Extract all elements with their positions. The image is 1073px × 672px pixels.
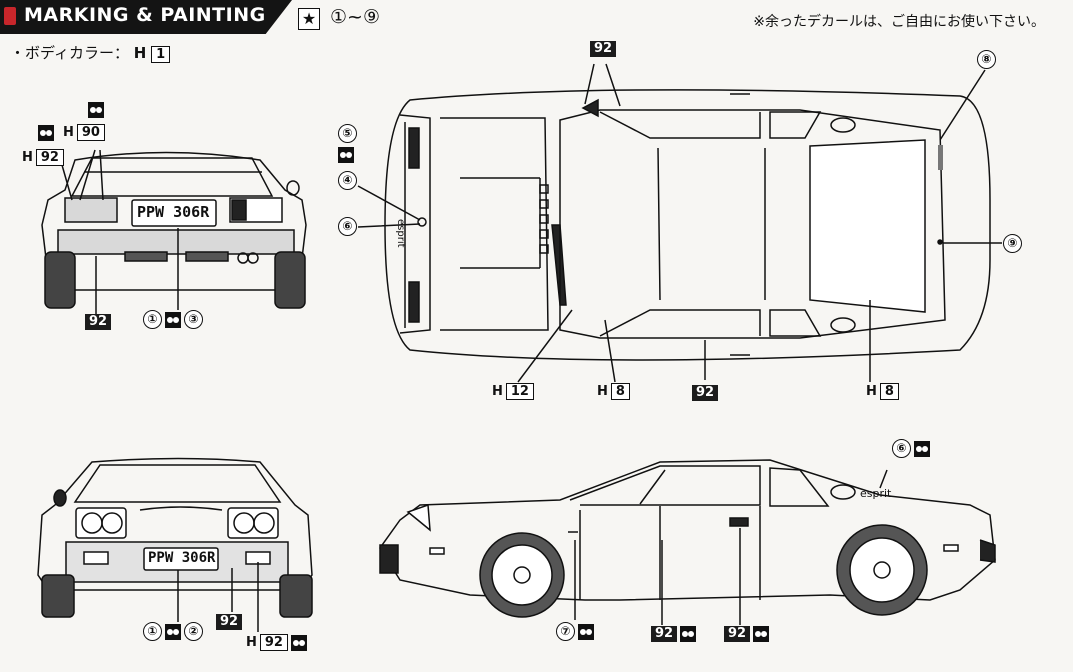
decal-icon xyxy=(753,626,770,642)
front-h92-label: H 92 xyxy=(246,634,307,651)
decal-icon xyxy=(290,634,307,651)
top-badge: esprit xyxy=(395,219,406,248)
header-title: MARKING & PAINTING xyxy=(24,4,266,26)
top-decal-8: ⑧ xyxy=(977,50,996,69)
rear-plate: PPW 306R xyxy=(137,203,210,221)
top-92-label: 92 xyxy=(590,41,617,57)
decal-icon xyxy=(38,124,54,141)
decal-icon xyxy=(338,147,354,163)
decal-icon xyxy=(165,311,181,328)
front-92-label: 92 xyxy=(216,614,243,630)
rear-92-label: 92 xyxy=(85,314,112,330)
decal-icon xyxy=(680,626,697,642)
top-h8-label-b: H 8 xyxy=(866,383,899,400)
side-92-label-b: 92 xyxy=(724,626,770,642)
top-view-drawing xyxy=(384,89,991,361)
brand-logo xyxy=(4,7,16,25)
star-icon: ★ xyxy=(298,8,320,30)
header-note: ※余ったデカールは、ご自由にお使い下さい。 xyxy=(753,14,1045,30)
top-decal-9: ⑨ xyxy=(1003,234,1022,253)
header-range: ①~⑨ xyxy=(330,6,380,28)
side-decal-6: ⑥ xyxy=(892,439,930,458)
body-color-line: ・ボディカラー： H 1 xyxy=(10,42,171,63)
top-decal-4: ④ xyxy=(338,171,357,190)
decal-icon xyxy=(578,623,594,640)
body-color-label: ・ボディカラー： xyxy=(10,44,129,62)
decal-icon xyxy=(165,623,181,640)
side-view-drawing xyxy=(379,459,996,618)
top-92-bottom-label: 92 xyxy=(692,385,719,401)
rear-view-drawing xyxy=(41,151,307,309)
side-badge: esprit xyxy=(860,487,892,500)
decal-icon xyxy=(88,102,104,118)
decal-icon xyxy=(914,440,930,457)
rear-decal-numbers: ① ③ xyxy=(143,310,203,329)
header-bar: MARKING & PAINTING xyxy=(0,0,292,34)
top-h12-label: H 12 xyxy=(492,383,534,400)
side-decal-7: ⑦ xyxy=(556,622,594,641)
front-decal-numbers: ① ② xyxy=(143,622,203,641)
front-plate: PPW 306R xyxy=(148,550,216,566)
top-h8-label-a: H 8 xyxy=(597,383,630,400)
top-decal-6: ⑥ xyxy=(338,217,357,236)
top-decal-5: ⑤ xyxy=(338,124,357,163)
body-color-number: 1 xyxy=(151,46,171,63)
rear-decal-top xyxy=(88,102,104,118)
side-92-label-a: 92 xyxy=(651,626,697,642)
body-color-prefix: H xyxy=(133,44,147,62)
front-view-drawing xyxy=(37,457,313,618)
